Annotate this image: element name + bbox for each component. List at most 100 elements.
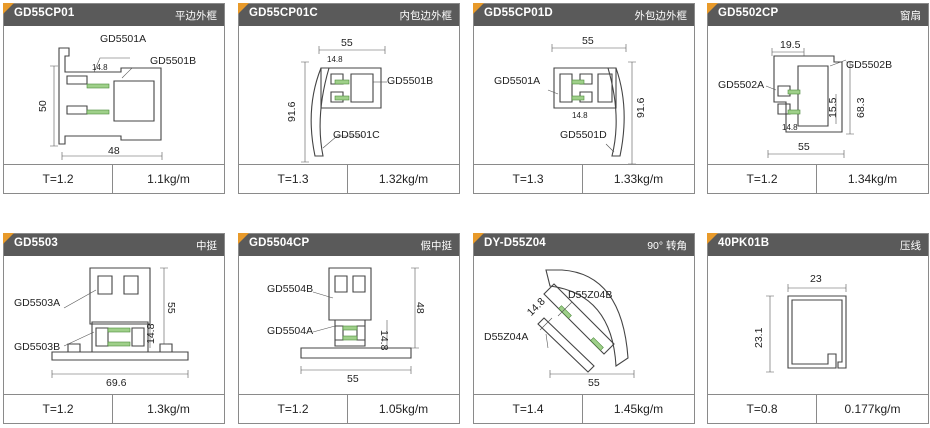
profile-code: GD5502CP <box>718 7 779 19</box>
thickness-value: T=1.4 <box>474 395 583 423</box>
dim-label: 15.5 <box>827 97 839 118</box>
profile-drawing: 48 14.8 55 GD5504B GD5504A <box>239 256 459 392</box>
part-label: GD5501D <box>560 129 607 141</box>
profile-drawing: 50 48 14.8 GD5501A GD5501B <box>4 26 224 162</box>
dim-label: 23.1 <box>753 327 765 348</box>
dim-label: 50 <box>37 100 49 112</box>
part-label: GD5501A <box>100 33 146 45</box>
dim-label: 48 <box>414 302 426 314</box>
dim-label: 55 <box>165 302 177 314</box>
profile-drawing: 23 23.1 <box>708 256 928 392</box>
thickness-value: T=1.2 <box>708 165 817 193</box>
card-header: GD5502CP 窗扇 <box>708 4 928 26</box>
spec-footer: T=1.3 1.32kg/m <box>239 164 459 193</box>
spec-footer: T=1.2 1.3kg/m <box>4 394 224 423</box>
profile-drawing: 19.5 68.3 15.5 14.8 55 GD5502B GD5502A <box>708 26 928 162</box>
profile-card-dy-d55z04: DY-D55Z04 90° 转角 14.8 55 D55Z04B D55Z04A… <box>473 233 695 424</box>
dim-label: 55 <box>341 37 353 49</box>
part-label: GD5503B <box>14 341 60 353</box>
thickness-value: T=0.8 <box>708 395 817 423</box>
dim-label: 14.8 <box>572 111 588 120</box>
part-label: GD5502A <box>718 79 764 91</box>
profile-card-40pk01b: 40PK01B 压线 23 23.1 T=0.8 0.177kg/m <box>707 233 929 424</box>
dim-label: 14.8 <box>145 323 157 344</box>
corner-tab <box>238 3 249 14</box>
profile-drawing: 55 14.8 69.6 GD5503A GD5503B <box>4 256 224 392</box>
part-label: D55Z04A <box>484 331 528 343</box>
weight-value: 1.3kg/m <box>147 402 190 416</box>
profile-card-gd55cp01: GD55CP01 平边外框 50 48 14.8 GD5501A GD5501B… <box>3 3 225 194</box>
profile-title: 中挺 <box>196 240 217 252</box>
dim-label: 55 <box>582 35 594 47</box>
thickness-value: T=1.2 <box>4 165 113 193</box>
thickness-value: T=1.3 <box>239 165 348 193</box>
profile-title: 平边外框 <box>175 10 217 22</box>
corner-tab <box>473 233 484 244</box>
dim-label: 55 <box>347 373 359 385</box>
weight-value: 0.177kg/m <box>844 402 901 416</box>
dim-label: 23 <box>810 273 822 285</box>
dim-label: 69.6 <box>106 377 127 389</box>
profile-title: 压线 <box>900 240 921 252</box>
profile-title: 内包边外框 <box>399 10 453 22</box>
dim-label: 55 <box>798 141 810 153</box>
dim-label: 68.3 <box>855 97 867 118</box>
profile-card-gd5503: GD5503 中挺 55 14.8 69.6 GD5503A GD5503B T… <box>3 233 225 424</box>
corner-tab <box>707 233 718 244</box>
profile-code: GD5503 <box>14 237 59 249</box>
spec-footer: T=0.8 0.177kg/m <box>708 394 928 423</box>
dim-label: 14.8 <box>327 55 343 64</box>
thickness-value: T=1.3 <box>474 165 583 193</box>
weight-value: 1.1kg/m <box>147 172 190 186</box>
spec-footer: T=1.2 1.34kg/m <box>708 164 928 193</box>
profile-card-gd5504cp: GD5504CP 假中挺 48 14.8 55 GD5504B GD5504A … <box>238 233 460 424</box>
profile-title: 90° 转角 <box>647 240 687 252</box>
profile-drawing: 55 91.6 14.8 GD5501A GD5501D <box>474 26 694 165</box>
profile-code: GD55CP01C <box>249 7 318 19</box>
card-header: DY-D55Z04 90° 转角 <box>474 234 694 256</box>
part-label: GD5504A <box>267 325 313 337</box>
spec-footer: T=1.2 1.1kg/m <box>4 164 224 193</box>
profile-title: 假中挺 <box>420 240 453 252</box>
spec-footer: T=1.4 1.45kg/m <box>474 394 694 423</box>
dim-label: 55 <box>588 377 600 389</box>
spec-footer: T=1.3 1.33kg/m <box>474 164 694 193</box>
card-header: GD55CP01C 内包边外框 <box>239 4 459 26</box>
corner-tab <box>707 3 718 14</box>
card-header: 40PK01B 压线 <box>708 234 928 256</box>
weight-value: 1.05kg/m <box>378 402 429 416</box>
profile-code: GD5504CP <box>249 237 310 249</box>
profile-card-gd55cp01d: GD55CP01D 外包边外框 55 91.6 14.8 GD5501A GD5… <box>473 3 695 194</box>
profile-title: 窗扇 <box>900 10 921 22</box>
corner-tab <box>238 233 249 244</box>
profile-card-gd55cp01c: GD55CP01C 内包边外框 55 91.6 14.8 GD5501B GD5… <box>238 3 460 194</box>
profile-drawing: 14.8 55 D55Z04B D55Z04A <box>474 256 694 392</box>
part-label: GD5501B <box>150 55 196 67</box>
profile-card-gd5502cp: GD5502CP 窗扇 19.5 68.3 15.5 14.8 55 GD550… <box>707 3 929 194</box>
dim-label: 48 <box>108 145 120 157</box>
spec-footer: T=1.2 1.05kg/m <box>239 394 459 423</box>
weight-value: 1.33kg/m <box>613 172 664 186</box>
card-header: GD55CP01D 外包边外框 <box>474 4 694 26</box>
weight-value: 1.34kg/m <box>847 172 898 186</box>
dim-label: 19.5 <box>780 39 801 51</box>
card-header: GD5503 中挺 <box>4 234 224 256</box>
part-label: GD5502B <box>846 59 892 71</box>
part-label: GD5501B <box>387 75 433 87</box>
corner-tab <box>3 3 14 14</box>
part-label: GD5503A <box>14 297 60 309</box>
profile-code: GD55CP01D <box>484 7 553 19</box>
profile-code: 40PK01B <box>718 237 770 249</box>
weight-value: 1.45kg/m <box>613 402 664 416</box>
dim-label: 91.6 <box>286 101 298 122</box>
part-label: GD5501C <box>333 129 380 141</box>
profile-title: 外包边外框 <box>634 10 688 22</box>
dim-label: 14.8 <box>782 123 798 132</box>
thickness-value: T=1.2 <box>239 395 348 423</box>
profile-drawing: 55 91.6 14.8 GD5501B GD5501C <box>239 26 459 163</box>
card-header: GD55CP01 平边外框 <box>4 4 224 26</box>
weight-value: 1.32kg/m <box>378 172 429 186</box>
dim-label: 14.8 <box>378 330 390 351</box>
part-label: GD5504B <box>267 283 313 295</box>
card-header: GD5504CP 假中挺 <box>239 234 459 256</box>
